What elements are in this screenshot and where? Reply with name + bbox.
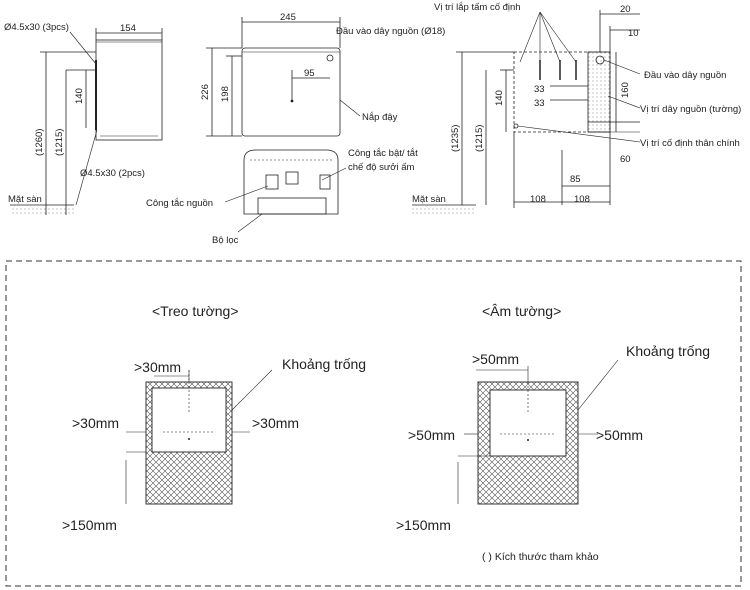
- wall-bottom-gap: >150mm: [62, 517, 117, 533]
- dim-108a: 108: [530, 194, 546, 205]
- recessed-gap-label: Khoảng trống: [626, 343, 710, 359]
- plate-position-label: Vị trí lắp tấm cố định: [434, 2, 521, 13]
- dim-20: 20: [620, 4, 631, 15]
- heater-switch: [319, 174, 331, 190]
- recessed-right-gap: >50mm: [596, 427, 643, 443]
- dim-245: 245: [280, 12, 296, 23]
- rear-view: [412, 10, 641, 215]
- power-switch: [265, 174, 279, 190]
- dim-10: 10: [628, 28, 639, 39]
- power-inlet-label: Đầu vào dây nguồn (Ø18): [336, 26, 445, 37]
- recessed-bottom-gap: >150mm: [396, 517, 451, 533]
- dim-108b: 108: [574, 194, 590, 205]
- fix-main-label: Vị trí cố định thân chính: [640, 138, 740, 149]
- heater-switch-label-2: chế độ sưởi ấm: [348, 162, 415, 173]
- recessed-title: <Âm tường>: [482, 303, 561, 319]
- side-view: [10, 28, 163, 215]
- dim-33a: 33: [534, 84, 545, 95]
- wall-right-gap: >30mm: [252, 415, 299, 431]
- dim-1260: (1260): [34, 129, 45, 156]
- floor-label: Mặt sàn: [8, 194, 42, 205]
- bottom-view-body: [243, 149, 339, 215]
- screw-top-label: Ø4.5x30 (3pcs): [4, 22, 69, 33]
- dim-1235: (1235): [450, 125, 461, 152]
- cover-label: Nắp đậy: [362, 112, 398, 123]
- dim-140: 140: [74, 88, 85, 104]
- dim-154: 154: [120, 23, 136, 34]
- wall-mount-title: <Treo tường>: [152, 303, 239, 319]
- dim-85: 85: [570, 174, 581, 185]
- dim-33b: 33: [534, 98, 545, 109]
- rear-power-inlet-label: Đầu vào dây nguồn: [644, 70, 726, 81]
- power-inlet-hole: [326, 54, 334, 62]
- wall-gap-label: Khoảng trống: [282, 356, 366, 372]
- front-body: [241, 47, 341, 137]
- dim-160: 160: [620, 82, 631, 98]
- recessed-diagram: [457, 359, 619, 505]
- floor-hatch: [10, 205, 74, 215]
- filter: [257, 197, 327, 215]
- filter-label: Bộ lọc: [212, 235, 239, 246]
- front-view: [206, 17, 361, 233]
- dim-60: 60: [620, 154, 631, 165]
- dim-140-rear: 140: [494, 90, 505, 106]
- dim-198: 198: [220, 86, 231, 102]
- screw-bottom-label: Ø4.5x30 (2pcs): [80, 168, 145, 179]
- wall-cable-label: Vị trí dây nguồn (tường): [640, 104, 741, 115]
- wall-top-gap: >30mm: [134, 359, 181, 375]
- reference-note: ( ) Kích thước tham khảo: [482, 551, 599, 563]
- recessed-top-gap: >50mm: [472, 351, 519, 367]
- heater-switch-label: Công tắc bật/ tắt: [348, 148, 418, 159]
- power-switch-label: Công tắc nguồn: [146, 198, 213, 209]
- recessed-left-gap: >50mm: [408, 427, 455, 443]
- dim-1215: (1215): [54, 129, 65, 156]
- dim-1215-rear: (1215): [474, 125, 485, 152]
- dim-95: 95: [304, 68, 315, 79]
- wall-left-gap: >30mm: [72, 415, 119, 431]
- wall-mount-diagram: [125, 369, 273, 505]
- wall-unit: [151, 387, 227, 453]
- dim-226: 226: [200, 84, 211, 100]
- side-body: [95, 39, 163, 141]
- rear-floor-label: Mặt sàn: [412, 194, 446, 205]
